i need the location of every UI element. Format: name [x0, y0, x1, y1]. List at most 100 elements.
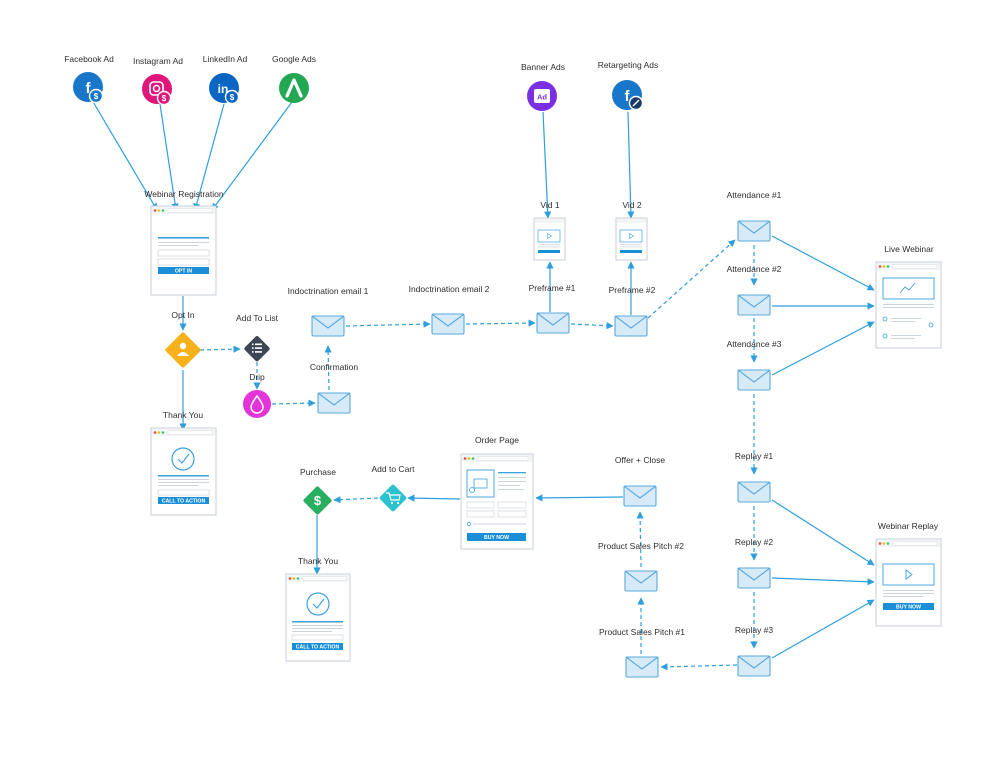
svg-text:CALL TO ACTION: CALL TO ACTION — [162, 499, 206, 505]
webinar-replay-label: Webinar Replay — [878, 521, 939, 531]
thank-you-label-2: Thank You — [298, 556, 338, 566]
buy-now-button[interactable] — [883, 603, 934, 610]
product-sales-pitch-1-email[interactable]: Product Sales Pitch #1 — [599, 627, 685, 678]
envelope-icon — [317, 392, 351, 414]
attendance2-label: Attendance #2 — [727, 264, 782, 274]
indoctrination-email-2[interactable]: Indoctrination email 2 — [409, 284, 490, 335]
indoc2-label: Indoctrination email 2 — [409, 284, 490, 294]
preframe1-label: Preframe #1 — [529, 283, 576, 293]
purchase-action[interactable]: Purchase $ — [300, 467, 336, 515]
svg-text:$: $ — [162, 94, 167, 103]
product-image-icon — [466, 469, 495, 498]
attendee-icon — [882, 316, 888, 322]
envelope-icon — [737, 481, 771, 503]
replay2-label: Replay #2 — [735, 537, 774, 547]
offer-close-label: Offer + Close — [615, 455, 665, 465]
purchase-label: Purchase — [300, 467, 336, 477]
video-player-icon — [882, 563, 935, 586]
google-ads-icon — [279, 73, 309, 103]
offer-close-email[interactable]: Offer + Close — [615, 455, 665, 507]
dollar-badge-icon — [224, 89, 240, 105]
replay3-label: Replay #3 — [735, 625, 774, 635]
google-ads-source[interactable]: Google Ads — [272, 54, 316, 103]
confirmation-email[interactable]: Confirmation — [310, 362, 358, 414]
replay-3-email[interactable]: Replay #3 — [735, 625, 774, 677]
presenter-screen-icon — [882, 277, 935, 300]
envelope-icon — [623, 485, 657, 507]
linkedin-ad-source[interactable]: LinkedIn Ad in $ — [203, 54, 248, 105]
indoc1-label: Indoctrination email 1 — [288, 286, 369, 296]
svg-text:$: $ — [230, 93, 235, 102]
webinar-registration-label: Webinar Registration — [144, 189, 223, 199]
instagram-ad-label: Instagram Ad — [133, 56, 183, 66]
svg-text:in: in — [218, 82, 229, 96]
instagram-ad-source[interactable]: Instagram Ad $ — [133, 56, 183, 106]
indoctrination-email-1[interactable]: Indoctrination email 1 — [288, 286, 369, 337]
drip-label: Drip — [249, 372, 265, 382]
vid1-label: Vid 1 — [540, 200, 559, 210]
preframe-1-email[interactable]: Preframe #1 — [529, 283, 576, 334]
connectors — [91, 99, 875, 671]
checkmark-icon — [306, 592, 330, 616]
webinar-registration-page[interactable]: Webinar Registration OPT IN — [144, 189, 224, 296]
retargeting-ads-source[interactable]: Retargeting Ads f — [598, 60, 658, 111]
svg-text:Ad: Ad — [537, 93, 547, 102]
thank-you-label-1: Thank You — [163, 410, 203, 420]
dollar-icon: $ — [314, 493, 322, 508]
live-webinar-label: Live Webinar — [884, 244, 934, 254]
thank-you-page-1[interactable]: Thank You CALL TO ACTION — [150, 410, 217, 516]
attendance-1-email[interactable]: Attendance #1 — [727, 190, 782, 242]
facebook-ad-source[interactable]: Facebook Ad f $ — [64, 54, 114, 104]
confirmation-label: Confirmation — [310, 362, 358, 372]
envelope-icon — [625, 656, 659, 678]
vid-2-page[interactable]: Vid 2 — [615, 200, 648, 261]
drip-icon — [250, 394, 264, 414]
banner-ads-source[interactable]: Banner Ads Ad — [521, 62, 565, 111]
add-to-list-action[interactable]: Add To List — [236, 313, 279, 362]
cart-icon — [386, 492, 401, 505]
opt-in-action[interactable]: Opt In — [165, 310, 202, 368]
buy-now-button[interactable] — [467, 533, 526, 541]
checkmark-icon — [171, 447, 195, 471]
call-to-action-button[interactable] — [158, 497, 209, 504]
envelope-icon — [614, 315, 648, 337]
add-to-cart-label: Add to Cart — [372, 464, 416, 474]
envelope-icon — [737, 220, 771, 242]
user-icon — [179, 342, 187, 350]
svg-text:f: f — [86, 80, 92, 97]
attendance-2-email[interactable]: Attendance #2 — [727, 264, 782, 316]
video-player-icon — [619, 229, 643, 243]
add-to-cart-action[interactable]: Add to Cart — [372, 464, 416, 512]
retargeting-ads-label: Retargeting Ads — [598, 60, 658, 70]
preframe2-label: Preframe #2 — [609, 285, 656, 295]
thank-you-page-2[interactable]: Thank You CALL TO ACTION — [285, 556, 351, 662]
attendee-icon — [928, 322, 934, 328]
replay-1-email[interactable]: Replay #1 — [735, 451, 774, 503]
pitch1-label: Product Sales Pitch #1 — [599, 627, 685, 637]
vid-1-page[interactable]: Vid 1 — [533, 200, 566, 261]
order-page[interactable]: Order Page BUY NOW — [460, 435, 534, 550]
webinar-replay-page[interactable]: Webinar Replay BUY NOW — [875, 521, 942, 627]
call-to-action-button[interactable] — [292, 643, 343, 650]
product-sales-pitch-2-email[interactable]: Product Sales Pitch #2 — [598, 541, 684, 592]
list-icon — [252, 343, 262, 353]
preframe-2-email[interactable]: Preframe #2 — [609, 285, 656, 337]
replay1-label: Replay #1 — [735, 451, 774, 461]
envelope-icon — [311, 315, 345, 337]
order-page-label: Order Page — [475, 435, 519, 445]
attendance-3-email[interactable]: Attendance #3 — [727, 339, 782, 391]
envelope-icon — [737, 655, 771, 677]
svg-text:f: f — [625, 88, 631, 105]
live-webinar-page[interactable]: Live Webinar — [875, 244, 942, 349]
linkedin-ad-label: LinkedIn Ad — [203, 54, 248, 64]
opt-in-button[interactable] — [158, 267, 209, 274]
svg-text:BUY NOW: BUY NOW — [896, 605, 921, 611]
envelope-icon — [737, 294, 771, 316]
opt-in-label: Opt In — [171, 310, 194, 320]
replay-2-email[interactable]: Replay #2 — [735, 537, 774, 589]
attendance3-label: Attendance #3 — [727, 339, 782, 349]
svg-text:OPT IN: OPT IN — [175, 269, 193, 275]
envelope-icon — [536, 312, 570, 334]
facebook-ad-label: Facebook Ad — [64, 54, 114, 64]
drip-action[interactable]: Drip — [243, 372, 271, 418]
